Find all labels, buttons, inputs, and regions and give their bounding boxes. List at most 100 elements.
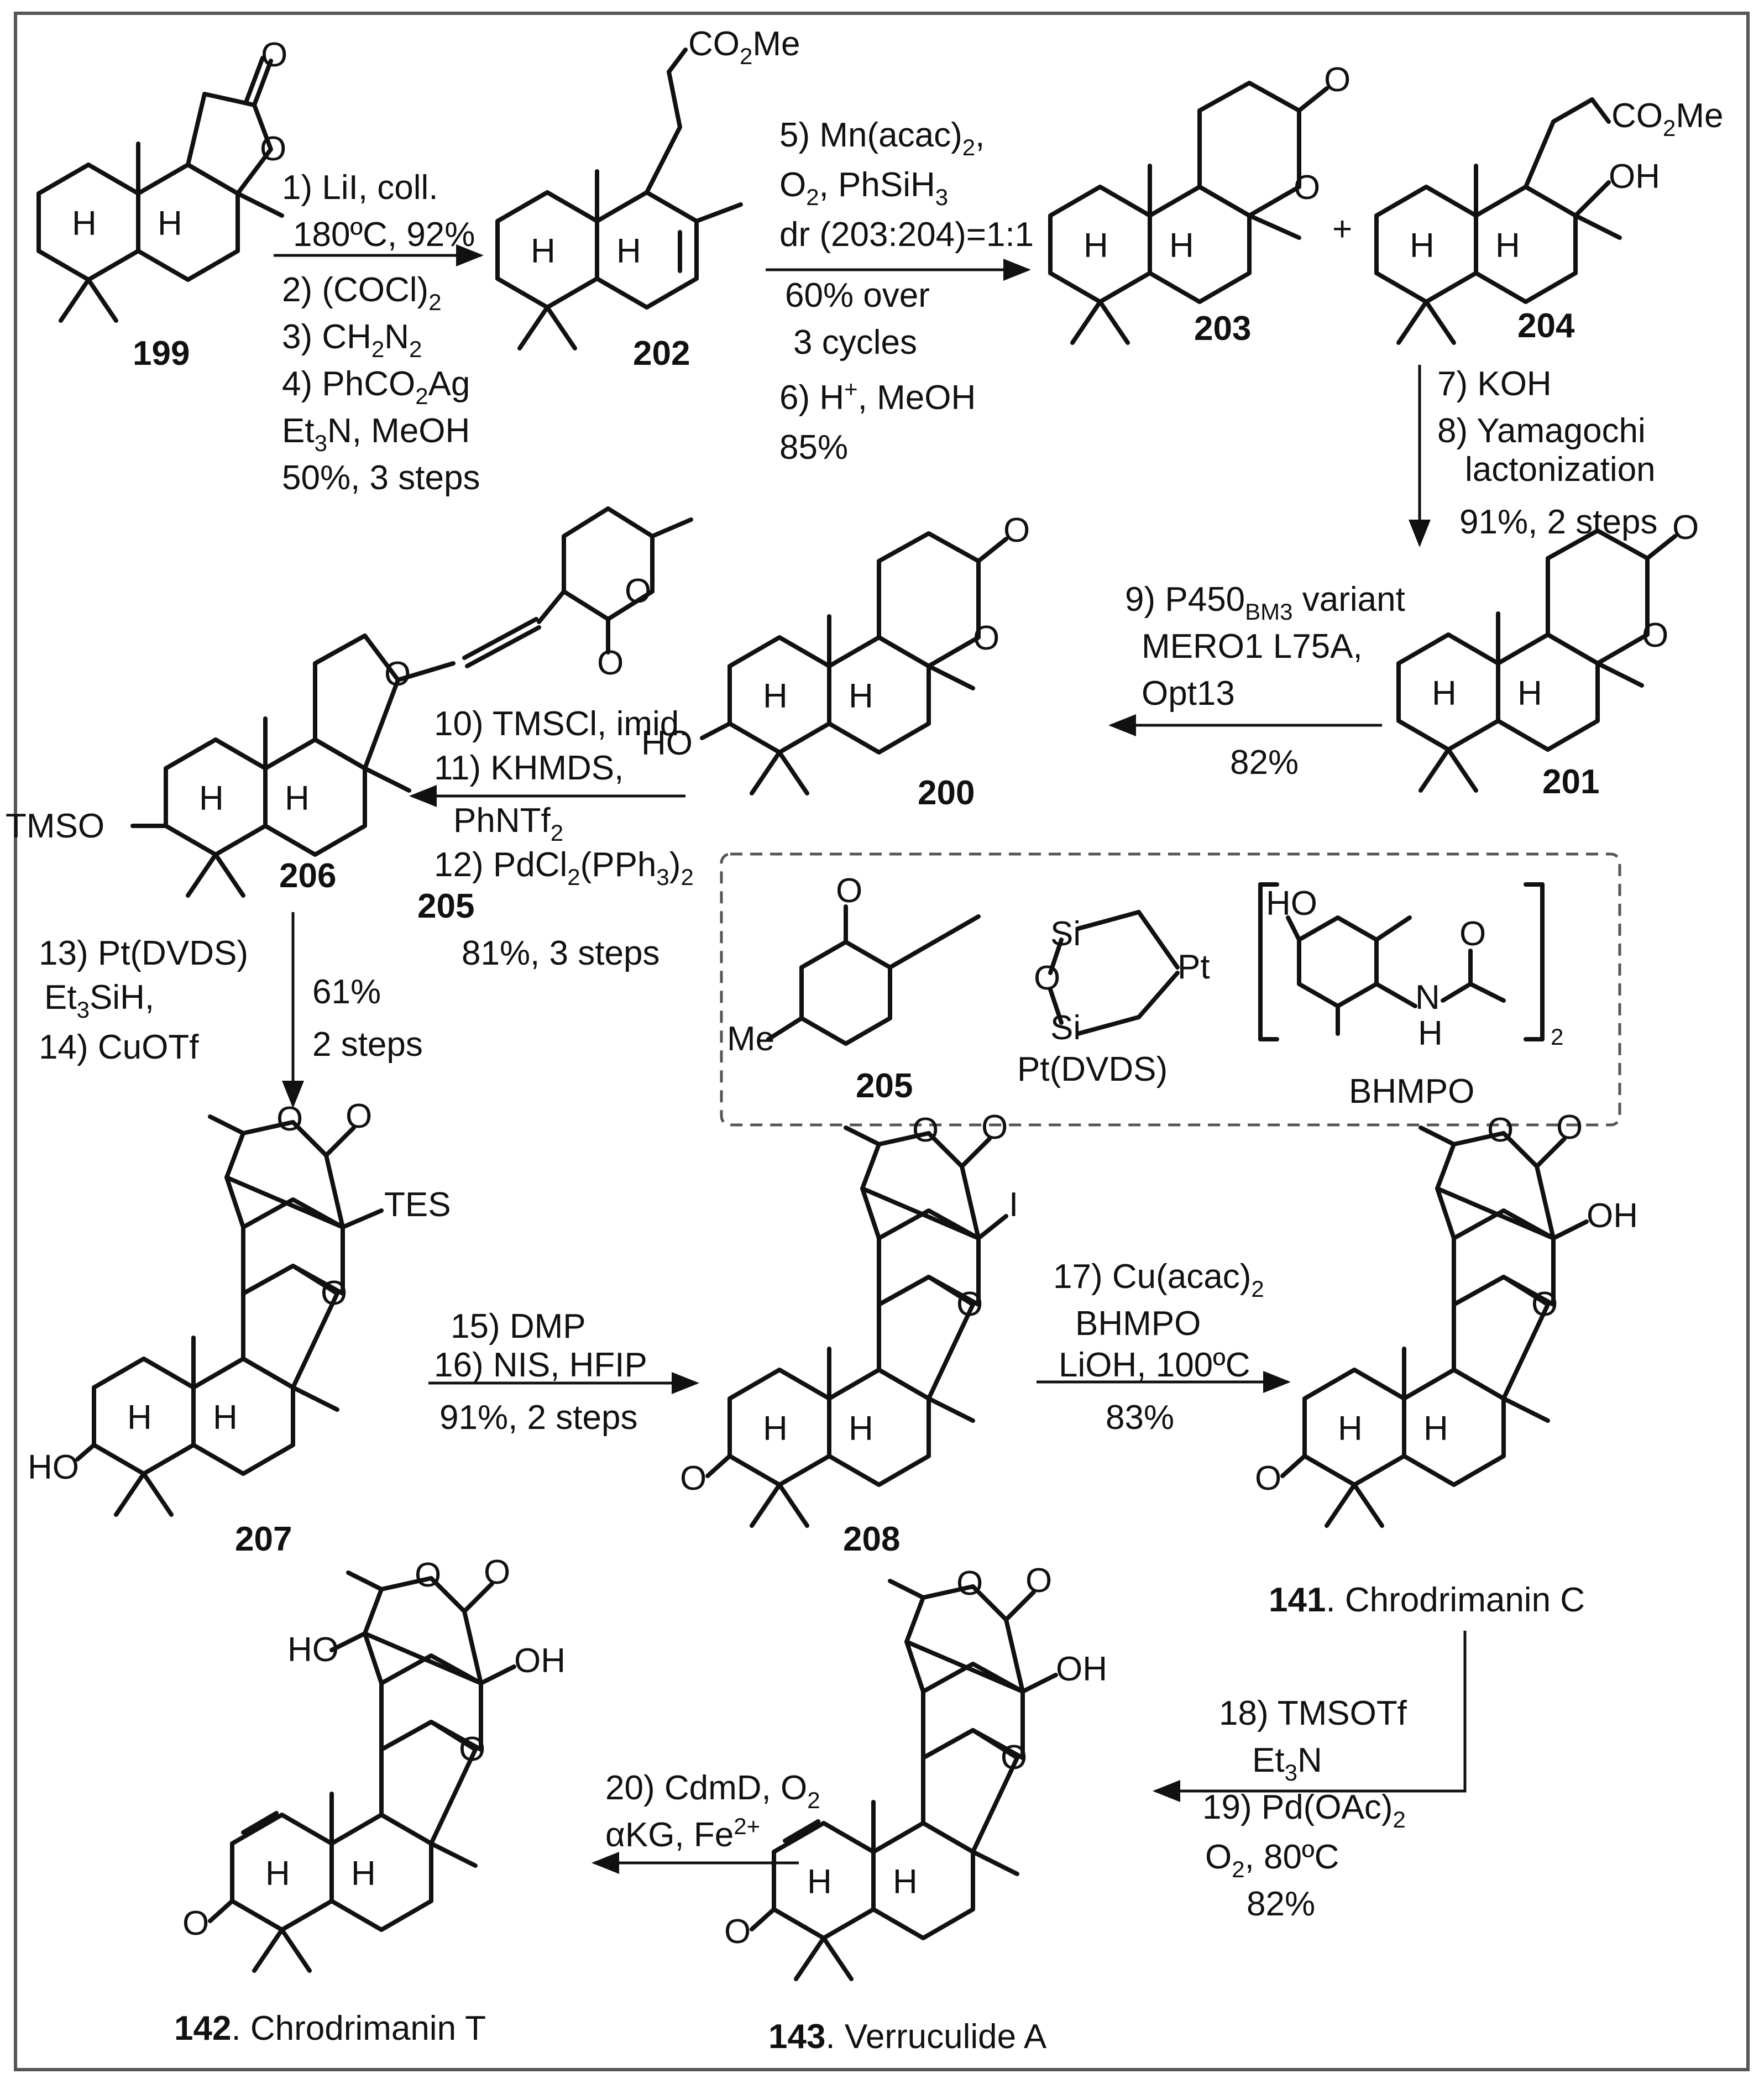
atom-oh: OH bbox=[1587, 1197, 1638, 1235]
atom-h: H bbox=[1418, 1014, 1443, 1053]
atom-o: O bbox=[1025, 1562, 1052, 1600]
atom-o: O bbox=[321, 1274, 347, 1312]
compound-202-structure: CO2Me H H bbox=[498, 25, 800, 348]
step7-line3: lactonization bbox=[1465, 451, 1656, 489]
atom-o: O bbox=[1672, 509, 1699, 547]
pt-dvds-structure: Si O Si Pt bbox=[1034, 910, 1210, 1047]
compound-142-label: 142. Chrodrimanin T bbox=[174, 2009, 486, 2048]
atom-n: N bbox=[1415, 978, 1440, 1017]
step1-line3: 2) (COCl)2 bbox=[282, 271, 442, 315]
compound-143-structure: O O O OH O H H bbox=[724, 1562, 1107, 1979]
atom-h: H bbox=[763, 1410, 788, 1448]
step1-line2: 180ºC, 92% bbox=[293, 216, 475, 254]
step10-line4: 12) PdCl2(PPh3)2 bbox=[434, 846, 694, 890]
atom-ho: HO bbox=[1266, 884, 1317, 923]
atom-h: H bbox=[213, 1399, 238, 1437]
step5-line5: 3 cycles bbox=[793, 323, 917, 362]
atom-h: H bbox=[807, 1863, 832, 1901]
atom-o: O bbox=[1556, 1108, 1583, 1146]
atom-h: H bbox=[1410, 227, 1435, 265]
atom-h: H bbox=[531, 232, 556, 270]
step18-line4: O2, 80ºC bbox=[1205, 1838, 1339, 1882]
compound-201-structure: O O H H bbox=[1399, 509, 1699, 790]
atom-si: Si bbox=[1050, 915, 1081, 953]
step10-line3: PhNTf2 bbox=[453, 802, 563, 846]
step15-line1: 15) DMP bbox=[451, 1307, 586, 1345]
atom-h: H bbox=[351, 1855, 376, 1893]
step7-line2: 8) Yamagochi bbox=[1437, 412, 1646, 450]
atom-o: O bbox=[1034, 959, 1060, 997]
step18-line3: 19) Pd(OAc)2 bbox=[1202, 1788, 1406, 1832]
step5-line4: 60% over bbox=[785, 276, 930, 315]
compound-203-structure: O O H H bbox=[1050, 61, 1351, 343]
bhmpo-label: BHMPO bbox=[1349, 1072, 1474, 1111]
step18-line1: 18) TMSOTf bbox=[1219, 1694, 1407, 1732]
compound-143-label: 143. Verruculide A bbox=[768, 2018, 1047, 2056]
atom-o: O bbox=[1459, 915, 1486, 953]
step13-line3: 14) CuOTf bbox=[39, 1028, 199, 1066]
atom-h: H bbox=[199, 779, 224, 818]
compound-208-label: 208 bbox=[843, 1520, 900, 1558]
compound-200-label: 200 bbox=[918, 774, 975, 812]
atom-h: H bbox=[616, 232, 641, 270]
step18-line2: Et3N bbox=[1252, 1741, 1322, 1785]
compound-141-structure: O O O OH O H H bbox=[1255, 1108, 1638, 1526]
atom-o: O bbox=[724, 1913, 751, 1951]
step5-line2: O2, PhSiH3 bbox=[779, 166, 948, 210]
compound-205-structure: O Me bbox=[727, 872, 981, 1058]
atom-o: O bbox=[415, 1556, 441, 1594]
atom-me: Me bbox=[727, 1020, 774, 1058]
atom-h: H bbox=[158, 205, 182, 243]
atom-h: H bbox=[1432, 674, 1457, 713]
atom-o: O bbox=[459, 1730, 485, 1768]
atom-o: O bbox=[1531, 1285, 1558, 1323]
step15-line3: 91%, 2 steps bbox=[439, 1399, 637, 1437]
step9-line3: Opt13 bbox=[1142, 674, 1235, 713]
atom-o: O bbox=[625, 572, 651, 610]
compound-204-structure: CO2Me OH H H bbox=[1376, 97, 1724, 343]
step7-line4: 91%, 2 steps bbox=[1459, 503, 1657, 541]
step13-steps: 2 steps bbox=[312, 1025, 423, 1064]
atom-oh: OH bbox=[1056, 1650, 1107, 1688]
step10-line5: 205 bbox=[417, 887, 474, 925]
atom-h: H bbox=[1517, 674, 1542, 713]
step1-line5: 4) PhCO2Ag bbox=[282, 365, 470, 409]
atom-o: O bbox=[346, 1097, 372, 1135]
atom-si: Si bbox=[1050, 1009, 1081, 1047]
co2me-group: CO2Me bbox=[688, 25, 800, 69]
atom-o: O bbox=[1294, 169, 1320, 207]
atom-tes: TES bbox=[384, 1186, 451, 1224]
atom-o: O bbox=[1001, 1739, 1027, 1777]
compound-207-label: 207 bbox=[235, 1520, 292, 1558]
step18-line5: 82% bbox=[1247, 1885, 1315, 1923]
step10-line1: 10) TMSCl, imid. bbox=[434, 705, 689, 743]
atom-o: O bbox=[484, 1553, 510, 1591]
step1-line4: 3) CH2N2 bbox=[282, 318, 422, 362]
atom-o: O bbox=[1255, 1459, 1281, 1497]
atom-o: O bbox=[597, 644, 624, 682]
compound-204-label: 204 bbox=[1517, 307, 1575, 345]
atom-ho: HO bbox=[287, 1631, 339, 1669]
atom-oh: OH bbox=[1609, 158, 1660, 196]
step9-line2: MERO1 L75A, bbox=[1142, 627, 1363, 666]
step17-line3: LiOH, 100ºC bbox=[1059, 1346, 1250, 1384]
step1-line7: 50%, 3 steps bbox=[282, 459, 480, 497]
co2me-group: CO2Me bbox=[1611, 97, 1724, 141]
compound-142-structure: O O O OH HO O H H bbox=[182, 1553, 566, 1971]
step7-line1: 7) KOH bbox=[1437, 365, 1552, 403]
compound-200-structure: O O HO H H bbox=[641, 511, 1030, 793]
dimer-subscript: 2 bbox=[1551, 1024, 1563, 1050]
atom-h: H bbox=[763, 677, 788, 715]
step1-line1: 1) LiI, coll. bbox=[282, 169, 438, 207]
step10-line6: 81%, 3 steps bbox=[462, 934, 659, 972]
step5-line3: dr (203:204)=1:1 bbox=[779, 216, 1034, 254]
atom-o: O bbox=[973, 619, 999, 657]
pt-dvds-label: Pt(DVDS) bbox=[1017, 1050, 1168, 1088]
step9-line1: 9) P450BM3 variant bbox=[1125, 580, 1405, 625]
atom-o: O bbox=[260, 130, 286, 168]
atom-o: O bbox=[956, 1564, 983, 1603]
bhmpo-structure: HO N H O 2 bbox=[1258, 882, 1563, 1053]
atom-h: H bbox=[127, 1399, 152, 1437]
step5-line1: 5) Mn(acac)2, bbox=[779, 116, 985, 160]
